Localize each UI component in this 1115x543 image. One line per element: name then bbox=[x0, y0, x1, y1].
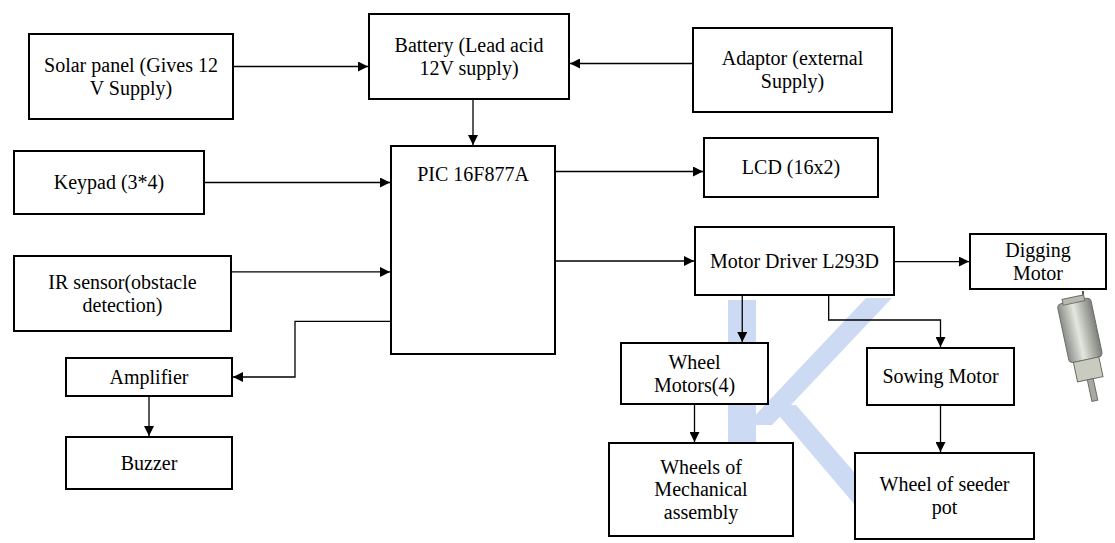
process-box: Wheels of Mechanical assembly bbox=[608, 442, 794, 537]
box-label: Sowing Motor bbox=[882, 365, 998, 388]
process-box: PIC 16F877A bbox=[390, 145, 556, 355]
signal-arrow bbox=[232, 271, 390, 272]
motor-cap bbox=[1062, 295, 1085, 305]
signal-arrow bbox=[694, 405, 695, 442]
box-label: Amplifier bbox=[110, 366, 189, 389]
box-label: Digging Motor bbox=[981, 239, 1095, 284]
box-label: Battery (Lead acid 12V supply) bbox=[380, 34, 558, 79]
box-label: Wheels of Mechanical assembly bbox=[620, 456, 782, 524]
motor-shaft bbox=[1087, 379, 1097, 402]
box-label: Motor Driver L293D bbox=[710, 250, 879, 273]
process-box: Digging Motor bbox=[969, 233, 1107, 290]
signal-arrow bbox=[233, 321, 390, 377]
signal-arrow bbox=[556, 171, 703, 172]
process-box: Wheel Motors(4) bbox=[620, 342, 769, 405]
process-box: Keypad (3*4) bbox=[13, 150, 205, 215]
motor-gearbox bbox=[1073, 357, 1103, 382]
process-box: IR sensor(obstacle detection) bbox=[13, 255, 232, 332]
box-label: Keypad (3*4) bbox=[54, 171, 165, 194]
process-box: Wheel of seeder pot bbox=[854, 452, 1035, 540]
box-label: PIC 16F877A bbox=[417, 163, 529, 186]
process-box: Adaptor (external Supply) bbox=[692, 27, 893, 113]
box-label: Adaptor (external Supply) bbox=[704, 47, 881, 92]
process-box: Battery (Lead acid 12V supply) bbox=[368, 13, 570, 100]
process-box: LCD (16x2) bbox=[703, 137, 879, 198]
box-label: Wheel Motors(4) bbox=[632, 351, 757, 396]
box-label: Solar panel (Gives 12 V Supply) bbox=[40, 54, 222, 99]
box-label: IR sensor(obstacle detection) bbox=[25, 271, 220, 316]
signal-arrow bbox=[742, 296, 743, 342]
motor-body bbox=[1057, 297, 1103, 363]
process-box: Motor Driver L293D bbox=[694, 226, 895, 296]
signal-arrow bbox=[895, 261, 969, 262]
signal-arrow bbox=[148, 397, 149, 436]
signal-arrow bbox=[570, 63, 692, 64]
process-box: Buzzer bbox=[65, 436, 233, 490]
signal-arrow bbox=[829, 296, 941, 347]
box-label: Buzzer bbox=[121, 452, 178, 475]
process-box: Sowing Motor bbox=[866, 347, 1015, 406]
signal-arrow bbox=[234, 66, 368, 67]
signal-arrow bbox=[472, 100, 473, 145]
signal-arrow bbox=[556, 260, 694, 261]
box-label: Wheel of seeder pot bbox=[866, 473, 1023, 518]
motor-illustration bbox=[1056, 291, 1111, 404]
signal-arrow bbox=[205, 182, 390, 183]
box-label: LCD (16x2) bbox=[742, 156, 840, 179]
signal-arrow bbox=[940, 406, 941, 452]
process-box: Solar panel (Gives 12 V Supply) bbox=[28, 33, 234, 120]
process-box: Amplifier bbox=[65, 357, 233, 397]
